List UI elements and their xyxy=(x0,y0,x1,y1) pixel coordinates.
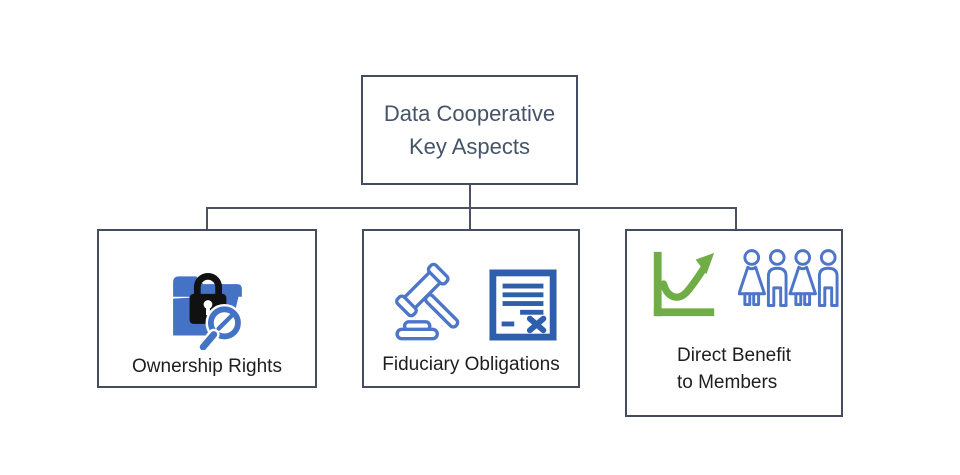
node-data-cooperative-key-aspects: Data Cooperative Key Aspects xyxy=(361,75,578,185)
connector-root-riser xyxy=(469,185,471,209)
fiduciary-icon-row xyxy=(384,262,558,348)
gavel-icon xyxy=(384,262,470,348)
connector-drop-fiduciary xyxy=(469,209,471,229)
contract-document-icon xyxy=(488,269,558,341)
members-group-icon xyxy=(737,247,840,315)
direct-benefit-label: Direct Benefit to Members xyxy=(676,345,792,393)
root-node-label: Data Cooperative Key Aspects xyxy=(383,101,556,159)
node-ownership-rights: Ownership Rights xyxy=(97,229,317,388)
fiduciary-obligations-label: Fiduciary Obligations xyxy=(382,354,560,375)
node-direct-benefit: Direct Benefit to Members xyxy=(625,229,843,417)
ownership-icon-row xyxy=(163,258,251,350)
connector-drop-ownership xyxy=(206,209,208,229)
node-fiduciary-obligations: Fiduciary Obligations xyxy=(362,229,580,388)
connector-drop-benefit xyxy=(735,209,737,229)
growth-chart-icon xyxy=(647,247,721,321)
folder-lock-magnifier-icon xyxy=(163,258,251,350)
ownership-rights-label: Ownership Rights xyxy=(132,356,282,377)
connector-horizontal xyxy=(206,207,737,209)
benefit-icon-row xyxy=(647,247,840,323)
